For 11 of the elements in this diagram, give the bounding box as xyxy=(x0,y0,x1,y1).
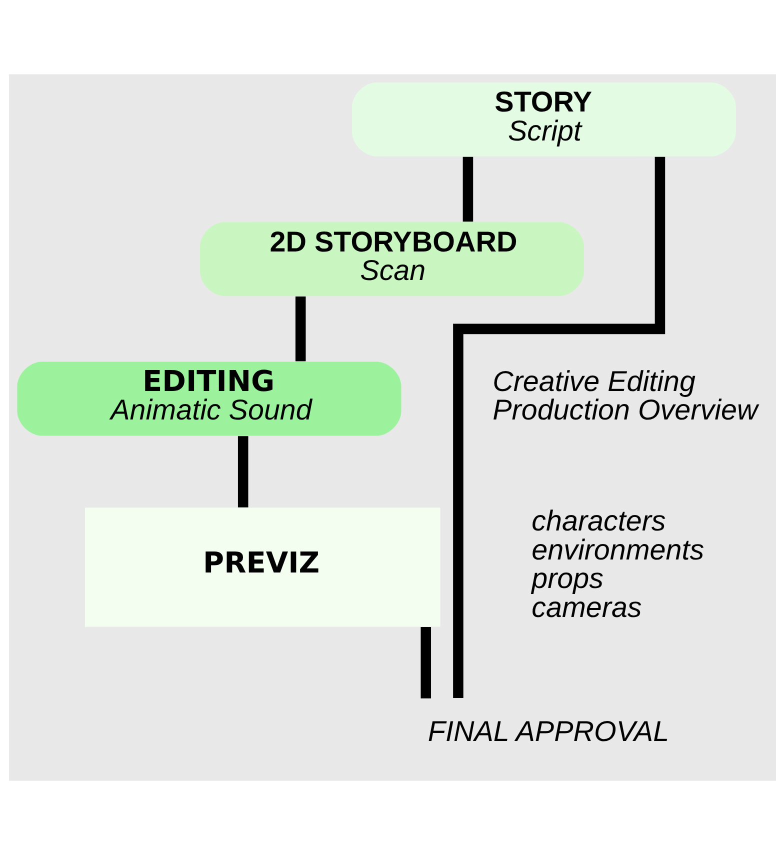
node-text: FINAL APPROVAL xyxy=(427,716,669,748)
node-box: STORY Script xyxy=(351,82,736,156)
connector xyxy=(452,156,665,698)
node-label: Creative Editing xyxy=(492,365,695,398)
node-box: EDITING Animatic Sound xyxy=(16,361,401,436)
node-box: 2D STORYBOARD Scan xyxy=(199,222,584,296)
connector xyxy=(420,626,430,698)
connector xyxy=(294,296,306,361)
node-box: PREVIZ xyxy=(84,507,440,626)
connector xyxy=(237,436,248,507)
connector xyxy=(462,156,473,222)
